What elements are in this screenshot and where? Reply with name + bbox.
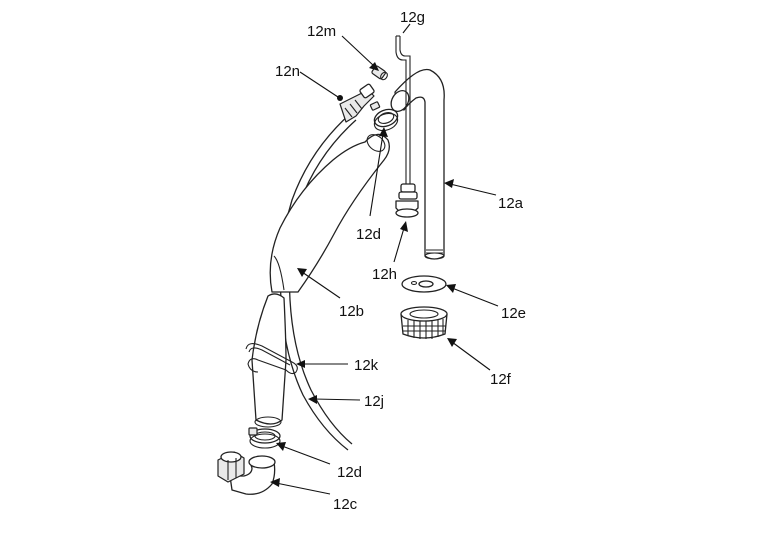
hose-clamp-12d-bottom bbox=[248, 427, 281, 449]
callout-12d-bottom: 12d bbox=[337, 464, 362, 481]
leader-12d-top bbox=[369, 127, 388, 217]
callout-12a: 12a bbox=[498, 195, 524, 212]
callout-12e: 12e bbox=[501, 305, 526, 322]
leader-12g bbox=[402, 23, 411, 34]
leader-12e bbox=[446, 284, 499, 307]
callout-12g: 12g bbox=[400, 9, 425, 26]
callout-12h: 12h bbox=[372, 266, 397, 283]
leader-12a bbox=[444, 179, 497, 196]
return-tube-12b bbox=[269, 133, 390, 293]
callout-12f: 12f bbox=[490, 371, 512, 388]
hose-clamp-12d-top bbox=[369, 101, 399, 132]
leader-12c bbox=[270, 478, 331, 495]
callout-12d-top: 12d bbox=[356, 226, 381, 243]
callout-12c: 12c bbox=[333, 496, 358, 513]
callout-12m: 12m bbox=[307, 23, 336, 40]
leader-12f bbox=[447, 338, 491, 371]
leader-12m bbox=[341, 35, 379, 71]
suction-tube-12a bbox=[390, 68, 445, 260]
fill-tube-12g bbox=[395, 35, 418, 200]
callout-12b: 12b bbox=[339, 303, 364, 320]
clip-12k bbox=[245, 343, 298, 375]
callout-12n: 12n bbox=[275, 63, 300, 80]
callout-12j: 12j bbox=[364, 393, 384, 410]
leader-12d-bottom bbox=[276, 442, 331, 465]
lower-tube bbox=[251, 293, 287, 428]
washer-12e bbox=[401, 275, 447, 293]
drain-hose-12n bbox=[279, 83, 375, 451]
leader-12j bbox=[308, 395, 361, 404]
leader-12h bbox=[393, 221, 408, 263]
strainer-12f bbox=[400, 306, 448, 339]
leader-12k bbox=[296, 360, 348, 368]
callout-12k: 12k bbox=[354, 357, 379, 374]
tube-foot-12h bbox=[395, 200, 419, 218]
elbow-fitting-12c bbox=[217, 451, 276, 495]
leader-12b bbox=[297, 268, 341, 299]
leader-12n bbox=[299, 71, 343, 101]
